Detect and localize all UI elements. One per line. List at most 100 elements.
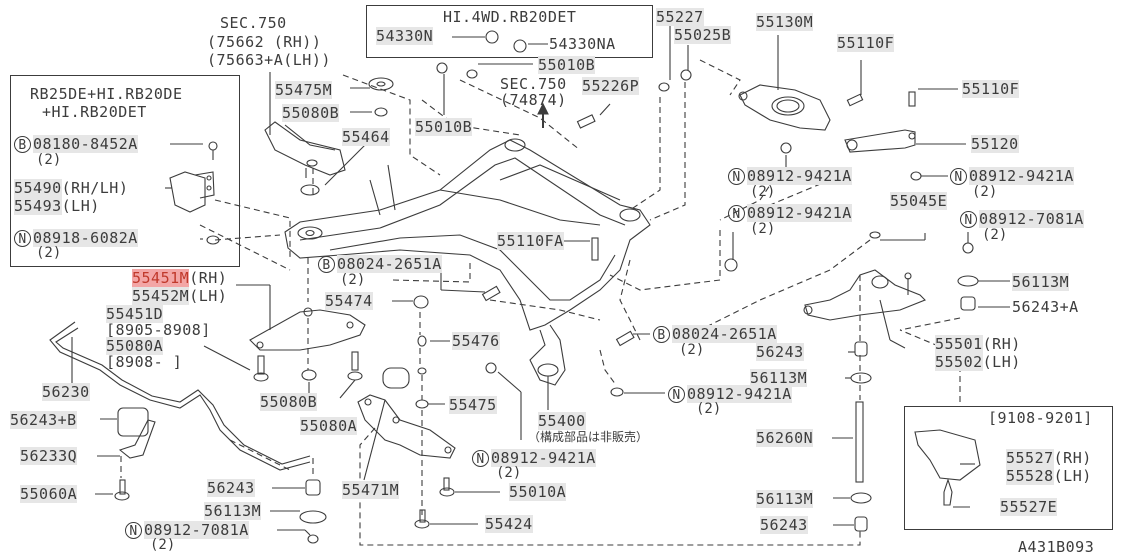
part-54330NA[interactable]: 54330NA [549, 35, 616, 53]
part-number: 55045E [890, 192, 948, 210]
part-55475M[interactable]: 55475M [275, 81, 333, 99]
part-56243-a[interactable]: 56243 [756, 343, 804, 361]
part-55080A-b[interactable]: 55080A [300, 417, 358, 435]
part-number: 55475M [275, 81, 333, 99]
part-55493[interactable]: 55493(LH) [14, 197, 100, 215]
part-qty: (2) [679, 342, 705, 358]
part-55025B[interactable]: 55025B [674, 26, 732, 44]
bracket-75662 [264, 121, 346, 178]
part-56113M-c[interactable]: 56113M [204, 502, 262, 520]
part-side: (LH) [1053, 467, 1092, 485]
part-55010A[interactable]: 55010A [509, 483, 567, 501]
part-55527[interactable]: 55527(RH) [1006, 449, 1092, 467]
part-55452M[interactable]: 55452M(LH) [132, 287, 227, 305]
bolt-marker-icon: B [318, 256, 335, 273]
bolt-marker-icon: B [14, 136, 31, 153]
part-55501[interactable]: 55501(RH) [935, 335, 1021, 353]
upper-arm-55130M [738, 84, 831, 131]
part-number: 55527 [1006, 449, 1054, 467]
part-55110F-a[interactable]: 55110F [837, 34, 895, 52]
part-55502[interactable]: 55502(LH) [935, 353, 1021, 371]
part-55080B-mid[interactable]: 55080B [260, 393, 318, 411]
arrow-up-icon [537, 102, 549, 128]
bolt-marker-icon: B [653, 326, 670, 343]
part-side: (RH) [1053, 449, 1092, 467]
part-55110F-b[interactable]: 55110F [962, 80, 1020, 98]
part-55010B-b[interactable]: 55010B [415, 118, 473, 136]
part-number: 55502 [935, 353, 983, 371]
part-55110FA[interactable]: 55110FA [497, 232, 564, 250]
part-55475[interactable]: 55475 [449, 396, 497, 414]
part-number: 56233Q [20, 447, 78, 465]
sec750-b-title[interactable]: SEC.750 [500, 76, 567, 92]
part-number: 08912-9421A [747, 204, 852, 222]
part-56113M-d[interactable]: 56113M [756, 490, 814, 508]
part-qty: (2) [36, 152, 62, 168]
part-55474[interactable]: 55474 [325, 292, 373, 310]
sec750-ref-rh[interactable]: 75662 (RH) [216, 33, 312, 51]
part-55528[interactable]: 55528(LH) [1006, 467, 1092, 485]
part-qty: (2) [496, 465, 522, 481]
part-number: 08024-2651A [337, 255, 442, 273]
part-56243-plus-b[interactable]: 56243+B [10, 411, 77, 429]
sec750-line2: (75663+A(LH)) [207, 51, 331, 69]
part-56243-b[interactable]: 56243 [207, 479, 255, 497]
part-55476[interactable]: 55476 [452, 332, 500, 350]
nut-marker-icon: N [728, 168, 745, 185]
part-number: 55130M [756, 13, 814, 31]
part-56260N[interactable]: 56260N [756, 429, 814, 447]
part-55451M[interactable]: 55451M(RH) [132, 269, 228, 287]
period-9108-9201-box [904, 406, 1113, 530]
part-55424[interactable]: 55424 [485, 515, 533, 533]
part-number: 55080B [282, 104, 340, 122]
sec750-title[interactable]: SEC.750 [220, 14, 287, 32]
part-55464[interactable]: 55464 [342, 128, 390, 146]
part-qty: (2) [340, 272, 366, 288]
part-side: (RH/LH) [61, 179, 129, 197]
part-55490[interactable]: 55490(RH/LH) [14, 179, 129, 197]
part-55080B-top[interactable]: 55080B [282, 104, 340, 122]
part-side: (RH) [189, 269, 228, 287]
part-55527E[interactable]: 55527E [1000, 498, 1058, 516]
part-qty: (2) [750, 184, 776, 200]
part-56233Q[interactable]: 56233Q [20, 447, 78, 465]
part-54330N[interactable]: 54330N [376, 27, 434, 45]
part-55060A[interactable]: 55060A [20, 485, 78, 503]
part-55471M[interactable]: 55471M [342, 481, 400, 499]
part-number: 55120 [971, 135, 1019, 153]
part-number: 56113M [756, 490, 814, 508]
part-number: 55110FA [497, 232, 564, 250]
part-56243-plus-a[interactable]: 56243+A [1012, 298, 1079, 316]
part-55045E[interactable]: 55045E [890, 192, 948, 210]
sec750-ref-lh[interactable]: 75663+A(LH) [216, 51, 322, 69]
part-side: (LH) [61, 197, 100, 215]
part-56113M-b[interactable]: 56113M [750, 369, 808, 387]
part-55010B-a[interactable]: 55010B [538, 56, 596, 74]
part-55400[interactable]: 55400 [538, 412, 586, 430]
nut-marker-icon: N [14, 230, 31, 247]
nut-marker-icon: N [728, 205, 745, 222]
part-55227[interactable]: 55227 [656, 8, 704, 26]
part-56113M-a[interactable]: 56113M [1012, 273, 1070, 291]
mount-55490 [169, 171, 215, 213]
part-55226P[interactable]: 55226P [582, 77, 640, 95]
part-55120[interactable]: 55120 [971, 135, 1019, 153]
part-55080A-a[interactable]: 55080A [106, 337, 164, 355]
part-55451D[interactable]: 55451D [106, 305, 164, 323]
part-56243-c[interactable]: 56243 [760, 516, 808, 534]
nut-marker-icon: N [472, 450, 489, 467]
part-56230[interactable]: 56230 [42, 383, 90, 401]
part-55130M[interactable]: 55130M [756, 13, 814, 31]
